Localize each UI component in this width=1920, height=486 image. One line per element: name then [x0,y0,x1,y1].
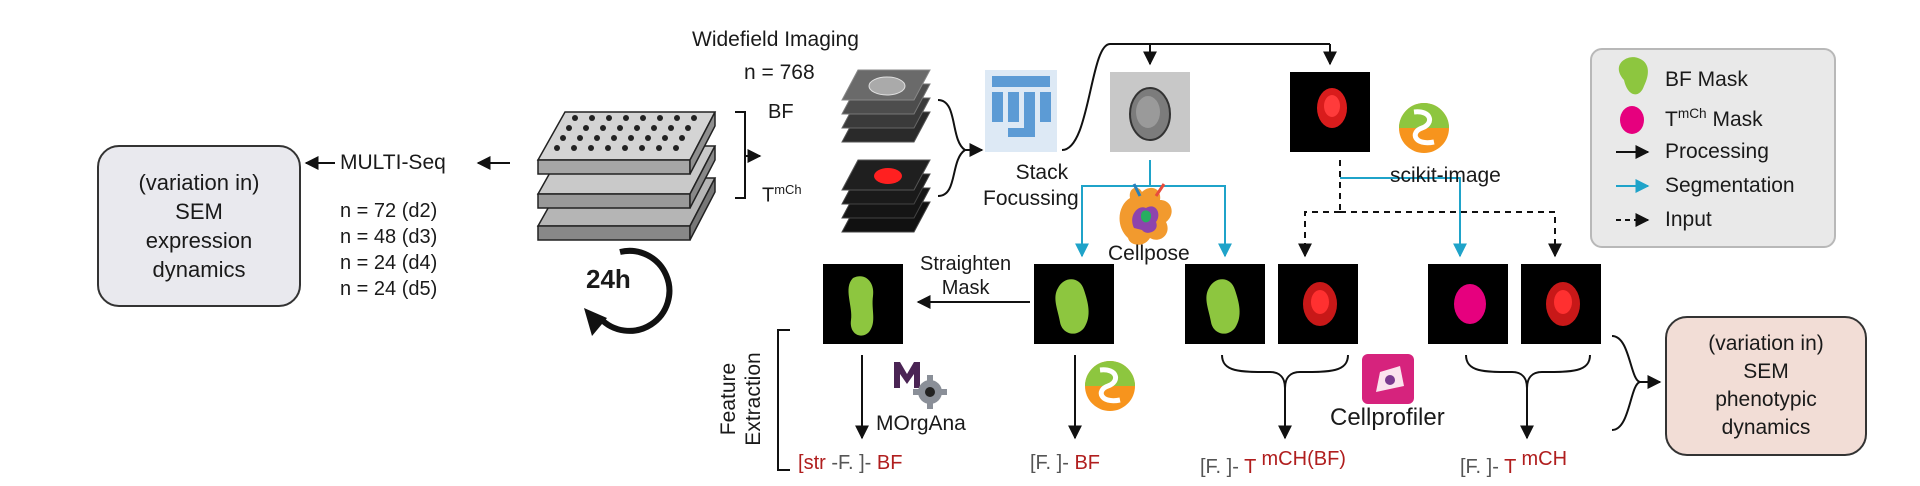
cellprofiler-logo-icon [1362,354,1414,404]
cycle-arrow-icon [597,247,673,334]
output-tmch: [F. ]- T mCH [1460,448,1568,478]
legend-processing-label: Processing [1665,140,1769,163]
fiji-logo-icon [985,70,1057,152]
count-d4: n = 24 (d4) [340,252,438,274]
morgana-label: MOrgAna [876,412,966,435]
legend-bf-mask-label: BF Mask [1665,68,1748,91]
expression-line-2: SEM [175,199,223,224]
count-d5: n = 24 (d5) [340,278,438,300]
expression-line-4: dynamics [152,257,246,282]
tmch-channel-label: TmCh [762,182,802,207]
legend-segmentation-label: Segmentation [1665,174,1795,197]
sem-expression-box: (variation in) SEM expression dynamics [97,145,301,307]
scikit-image-label: scikit-image [1390,164,1501,187]
scikit-image-logo-small-icon [1085,361,1135,411]
bf-mask-image [1034,264,1114,344]
output-t-letter: T [1244,456,1262,478]
output-str-bf: [str -F. ]- BF [798,452,903,474]
legend-tmch-mask-label: TmCh Mask [1665,106,1763,131]
output-t-letter: T [1504,456,1522,478]
phenotypic-line-3: phenotypic [1715,388,1817,411]
output-bf: [F. ]- BF [1030,452,1101,474]
count-d2: n = 72 (d2) [340,200,438,222]
cycle-label: 24h [586,264,631,294]
bf-mask-image-pair [1185,264,1265,344]
bf-image-stack-icon [841,69,931,143]
bf-focused-image [1110,72,1190,152]
imaging-count: n = 768 [744,61,815,84]
tmch-image-stack-icon [841,159,931,233]
bf-channel-label: BF [768,101,794,123]
phenotypic-line-1: (variation in) [1708,332,1824,355]
tmch-image-pair-1 [1278,264,1358,344]
output-tmch-bf: [F. ]- T mCH(BF) [1200,448,1346,478]
sem-phenotypic-box: (variation in) SEM phenotypic dynamics [1665,316,1867,456]
cellpose-label: Cellpose [1108,242,1190,265]
expression-line-1: (variation in) [138,170,260,195]
expression-line-3: expression [145,228,253,253]
tmch-image-pair-2 [1521,264,1601,344]
phenotypic-line-4: dynamics [1721,416,1811,439]
legend-input-label: Input [1665,208,1712,231]
widefield-imaging-title: Widefield Imaging [692,28,859,51]
cellpose-logo-icon [1119,183,1172,245]
tmch-mask-image [1428,264,1508,344]
count-d3: n = 48 (d3) [340,226,438,248]
morgana-logo-icon [894,362,947,409]
scikit-image-logo-icon [1399,103,1449,153]
straightened-bf-mask-image [823,264,903,344]
tmch-focused-image [1290,72,1370,152]
multiseq-label: MULTI-Seq [340,151,446,174]
well-plate-stack-icon [536,111,717,241]
cellprofiler-label: Cellprofiler [1330,404,1445,431]
phenotypic-line-2: SEM [1743,360,1789,383]
